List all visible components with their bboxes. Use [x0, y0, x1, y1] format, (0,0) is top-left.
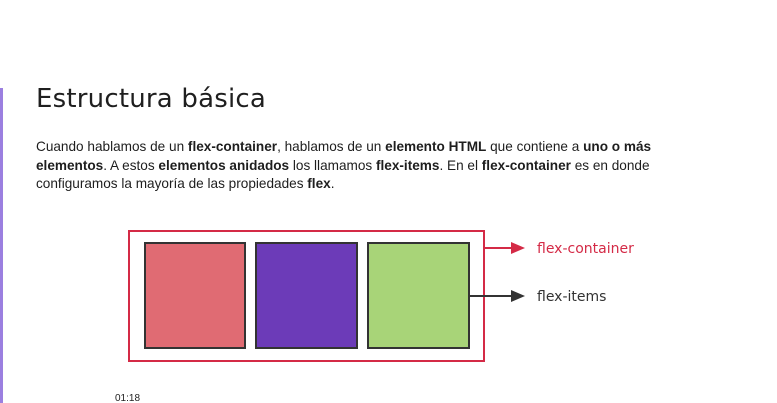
- paragraph-text: es en donde configuramos la mayoría de l…: [36, 157, 650, 192]
- paragraph-bold-term: flex: [307, 176, 331, 191]
- flex-items-label: flex-items: [537, 289, 606, 305]
- paragraph-bold-term: flex-container: [187, 139, 278, 154]
- flex-item-1: [144, 242, 246, 349]
- paragraph-bold-term: elemento HTML: [385, 139, 487, 154]
- paragraph-text: , hablamos de un: [277, 139, 386, 154]
- flex-items-arrow-head: [511, 290, 525, 302]
- paragraph-text: Cuando hablamos de un: [36, 139, 188, 154]
- video-timestamp: 01:18: [115, 393, 141, 403]
- flex-container-arrow-head: [511, 242, 525, 254]
- paragraph-bold-term: uno o más elementos: [36, 139, 652, 173]
- paragraph-bold-term: flex-items: [375, 157, 440, 173]
- paragraph-bold-term: elementos anidados: [158, 157, 290, 173]
- paragraph-text: que contiene a: [486, 139, 584, 154]
- paragraph-text: los llamamos: [289, 157, 376, 173]
- slide-paragraph: Cuando hablamos de un flex-container, ha…: [36, 138, 676, 194]
- paragraph-text: . En el: [439, 157, 482, 173]
- left-accent-bar: [0, 88, 3, 403]
- flex-container-label: flex-container: [537, 241, 634, 257]
- flex-item-2: [255, 242, 358, 349]
- paragraph-bold-term: flex-container: [481, 157, 571, 173]
- flex-item-3: [367, 242, 470, 349]
- slide-title: Estructura básica: [36, 84, 267, 114]
- paragraph-text: .: [330, 176, 335, 191]
- paragraph-text: . A estos: [103, 157, 159, 173]
